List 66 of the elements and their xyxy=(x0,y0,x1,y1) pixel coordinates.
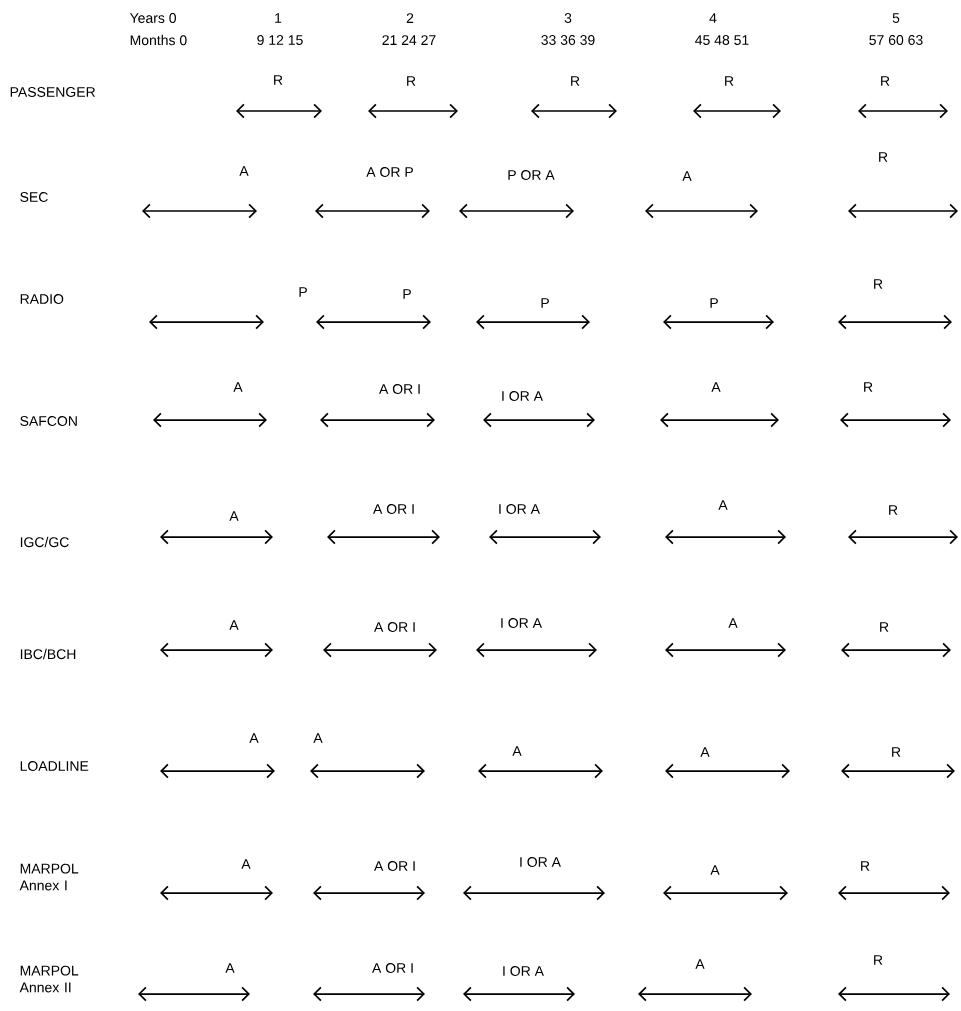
axis-label: 45 48 51 xyxy=(695,35,749,45)
survey-code: R xyxy=(874,279,883,289)
survey-code: R xyxy=(861,861,870,871)
survey-code: A xyxy=(695,959,705,969)
survey-code: I OR A xyxy=(520,857,561,867)
survey-code: R xyxy=(274,75,283,85)
survey-code: R xyxy=(874,955,883,965)
survey-code: I OR A xyxy=(501,618,542,628)
survey-code: A xyxy=(682,171,692,181)
survey-code: R xyxy=(889,505,898,515)
axis-label: 5 xyxy=(892,13,900,23)
survey-code: I OR A xyxy=(503,966,544,976)
survey-code: R xyxy=(892,747,901,757)
survey-code: A OR P xyxy=(366,167,413,177)
row-label: PASSENGER xyxy=(10,87,96,97)
survey-code: A OR I xyxy=(374,861,415,871)
row-label: MARPOL Annex II xyxy=(19,965,79,993)
survey-code: A xyxy=(229,511,239,521)
survey-code: R xyxy=(879,152,888,162)
axis-label: Months 0 xyxy=(130,34,187,46)
axis-label: 3 xyxy=(564,13,572,23)
survey-code: A xyxy=(711,382,721,392)
survey-code: R xyxy=(881,76,890,86)
survey-code: P xyxy=(403,289,411,299)
survey-code: A xyxy=(710,865,720,875)
survey-code: P xyxy=(299,287,307,297)
axis-label: 21 24 27 xyxy=(382,35,436,45)
axis-label: 57 60 63 xyxy=(869,35,923,45)
survey-code: I OR A xyxy=(502,391,543,401)
axis-label: Years 0 xyxy=(129,13,176,23)
survey-code: R xyxy=(880,622,889,632)
survey-code: A xyxy=(225,963,235,973)
survey-code: A xyxy=(239,166,249,176)
row-label: SEC xyxy=(20,192,48,202)
row-label: MARPOL Annex I xyxy=(19,863,79,891)
survey-code: A xyxy=(512,746,522,756)
axis-label: 9 12 15 xyxy=(257,35,303,45)
row-label: RADIO xyxy=(20,294,64,304)
row-label: LOADLINE xyxy=(20,761,89,771)
survey-code: P xyxy=(710,298,718,308)
axis-label: 2 xyxy=(406,13,414,23)
survey-code: A xyxy=(313,733,323,743)
axis-label: 4 xyxy=(709,13,717,23)
survey-code: A xyxy=(249,733,259,743)
survey-code: A xyxy=(728,618,738,628)
survey-code: R xyxy=(407,76,416,86)
survey-code: A OR I xyxy=(374,622,415,632)
survey-code: A xyxy=(718,500,728,510)
survey-code: R xyxy=(725,76,734,86)
survey-code: A OR I xyxy=(379,384,420,394)
survey-code: P xyxy=(541,298,549,308)
survey-code: I OR A xyxy=(499,504,540,514)
survey-code: A OR I xyxy=(372,963,413,973)
survey-code: A xyxy=(229,620,239,630)
survey-code: A OR I xyxy=(373,504,414,514)
axis-label: 33 36 39 xyxy=(541,35,595,45)
row-label: SAFCON xyxy=(20,416,77,426)
survey-code: R xyxy=(571,76,580,86)
row-label: IBC/BCH xyxy=(20,648,76,660)
row-label: IGC/GC xyxy=(20,536,69,548)
survey-code: A xyxy=(700,747,710,757)
survey-code: R xyxy=(864,382,873,392)
survey-code: A xyxy=(241,859,251,869)
survey-code: P OR A xyxy=(508,170,555,180)
survey-code: A xyxy=(233,382,243,392)
axis-label: 1 xyxy=(275,13,282,23)
